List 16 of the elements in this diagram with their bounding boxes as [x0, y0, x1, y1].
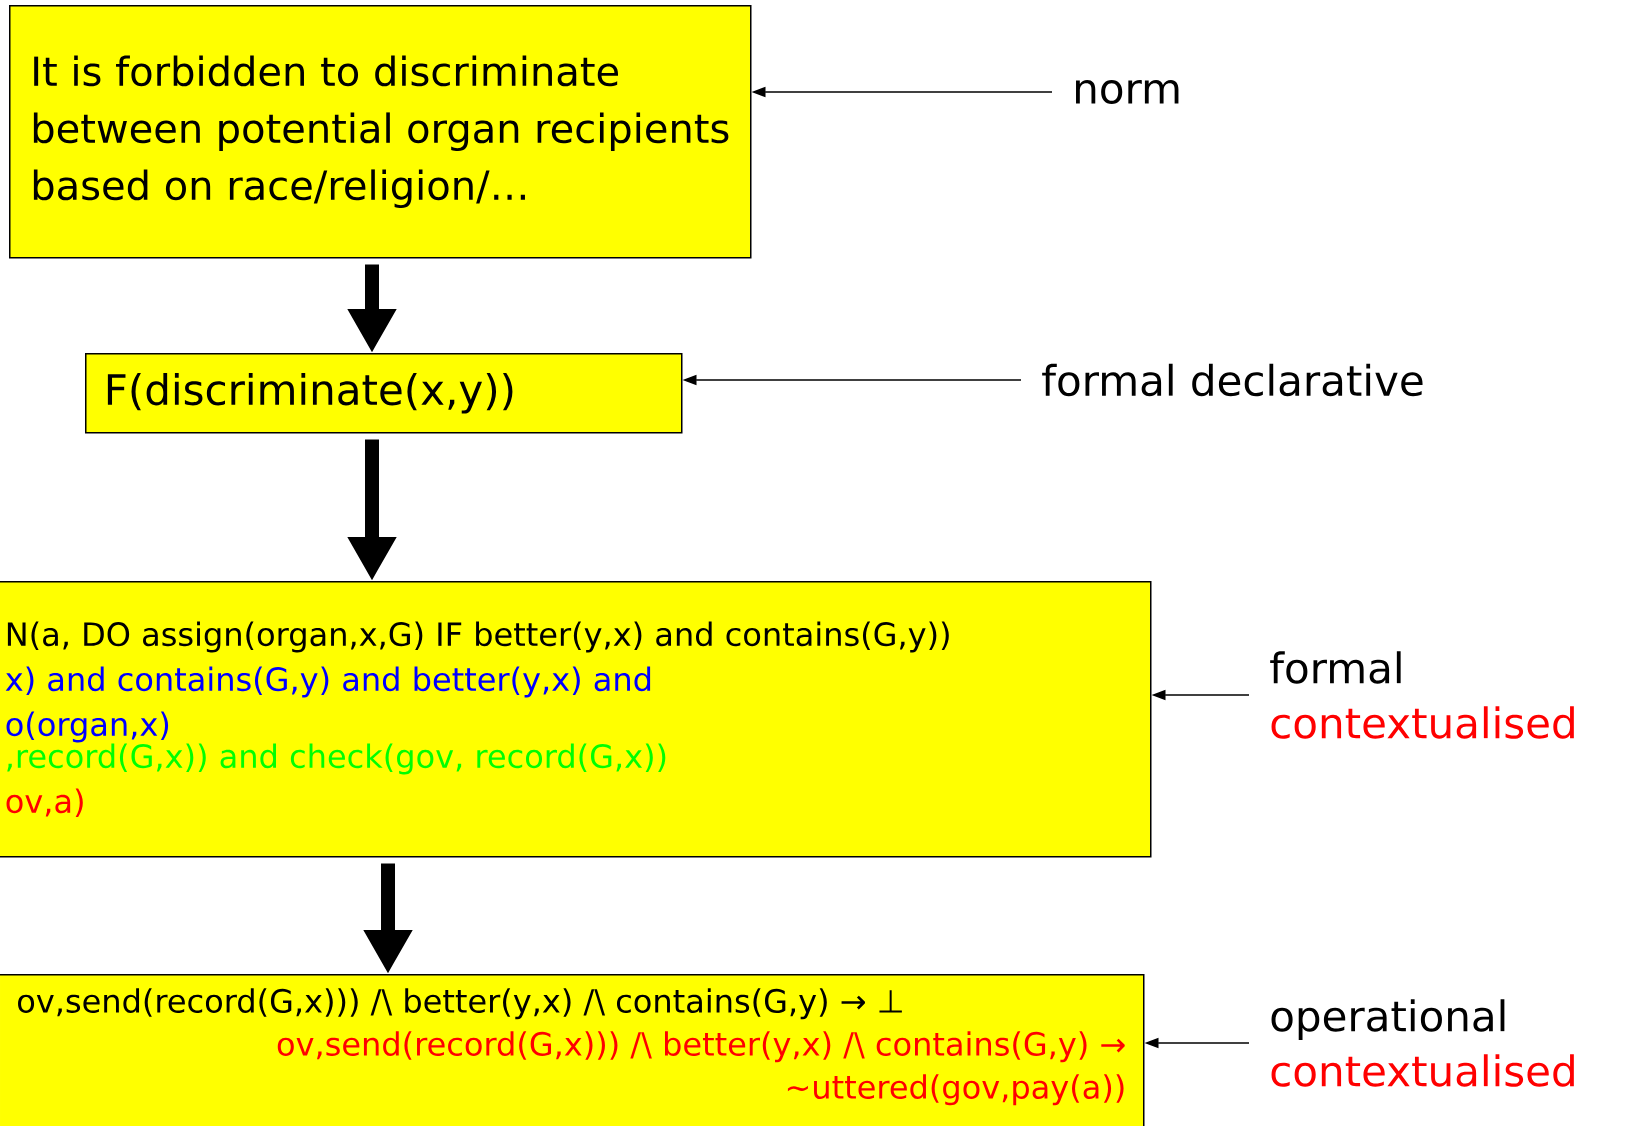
level-label: formal — [1270, 651, 1401, 684]
rule-text: ,record(G,x)) and check(gov, record(G,x)) — [7, 743, 666, 775]
rule-text: ov,send(record(G,x))) /\ better(y,x) /\ contains(G,y) → ⊥ — [18, 988, 902, 1020]
rule-text: ov,a) — [6, 788, 83, 817]
rule-text: x) and contains(G,y) and better(y,x) and o(organ,x) — [5, 666, 651, 743]
level-label: operational — [1271, 999, 1505, 1040]
level-label: norm — [1076, 79, 1179, 105]
rule-text: N(a, DO assign(organ,x,G) IF better(y,x) and contains(G,y)) — [7, 621, 949, 653]
rule-box — [0, 974, 1145, 1126]
rule-text: It is forbidden to discriminate between potential organ recipients based on race/religion/… — [33, 55, 729, 209]
level-label: contextualised — [1271, 1054, 1574, 1087]
level-label: formal declarative — [1042, 363, 1423, 397]
rule-text: ov,send(record(G,x))) /\ better(y,x) /\ contains(G,y) → ~uttered(gov,pay(a)) — [277, 1031, 1125, 1106]
rule-text: F(discriminate(x,y)) — [107, 372, 513, 414]
rule-box — [0, 581, 1152, 858]
level-label: contextualised — [1271, 706, 1574, 739]
